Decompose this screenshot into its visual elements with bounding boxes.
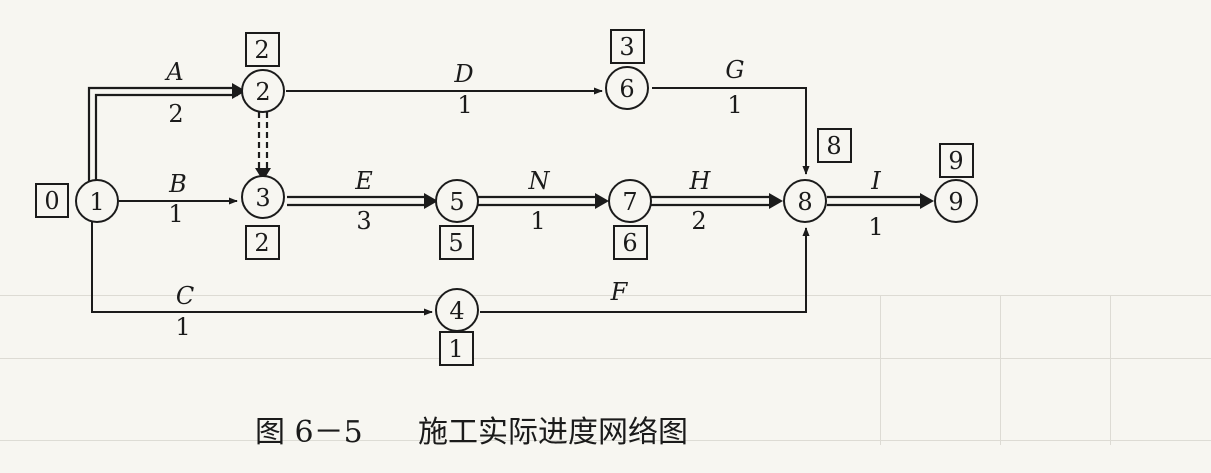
time-box-node-4-value: 1: [448, 335, 463, 363]
time-box-node-3-value: 2: [254, 229, 269, 257]
activity-E-name: E: [354, 167, 373, 195]
figure-caption-number: 图 6－5: [255, 415, 363, 450]
time-box-node-1-value: 0: [44, 187, 59, 215]
activity-G-arrow: [652, 87, 810, 175]
activity-N-name: N: [528, 167, 551, 195]
bleed-through-background: [0, 295, 1211, 445]
node-group: [75, 66, 978, 332]
time-box-node-8: [817, 128, 852, 163]
time-boxes: [35, 29, 974, 366]
activity-A-arrow: [87, 86, 238, 186]
node-6: [605, 66, 649, 110]
figure-caption-text: 施工实际进度网络图: [418, 415, 688, 450]
time-box-node-2: [245, 32, 280, 67]
node-8: [783, 179, 827, 223]
critical-path: [87, 83, 934, 209]
activity-C-arrow: [91, 216, 433, 316]
activity-D-duration: 1: [457, 91, 472, 119]
activity-G-name: G: [725, 56, 744, 84]
activity-N-duration: 1: [530, 207, 545, 235]
time-box-node-5: [439, 225, 474, 260]
activity-F-arrow: [480, 227, 810, 313]
node-7-label: 7: [622, 188, 637, 216]
node-3-label: 3: [255, 184, 270, 212]
activity-H-duration: 2: [691, 207, 706, 235]
activity-D-name: D: [453, 60, 473, 88]
node-7: [608, 179, 652, 223]
node-1-label: 1: [89, 188, 104, 216]
time-box-node-4: [439, 331, 474, 366]
activity-I-name: I: [870, 167, 881, 195]
node-2: [241, 69, 285, 113]
non-critical-activities: [91, 87, 810, 316]
time-box-node-7: [613, 225, 648, 260]
activity-A-duration: 2: [168, 100, 183, 128]
time-box-node-6: [610, 29, 645, 64]
node-3: [241, 175, 285, 219]
activity-G-duration: 1: [727, 91, 742, 119]
node-labels: 1 2 3 4 5 6 7 8 9: [89, 75, 963, 325]
node-2-label: 2: [255, 78, 270, 106]
activity-A-name: A: [164, 58, 183, 86]
activity-F-name: F: [610, 278, 629, 306]
activity-E-duration: 3: [356, 207, 371, 235]
time-box-node-9: [939, 143, 974, 178]
activity-C-name: C: [176, 282, 194, 310]
figure-caption: 图 6－5 施工实际进度网络图: [255, 415, 688, 450]
node-5-label: 5: [449, 188, 464, 216]
time-box-node-1: [35, 183, 69, 218]
time-box-node-2-value: 2: [254, 36, 269, 64]
activity-labels: A 2 B 1 C 1 D 1 E 3 N 1 H 2 G 1 F I 1: [164, 56, 883, 341]
activity-B-duration: 1: [168, 200, 183, 228]
node-9: [934, 179, 978, 223]
node-1: [75, 179, 119, 223]
node-4-label: 4: [449, 297, 464, 325]
activity-B-name: B: [168, 170, 187, 198]
time-box-node-7-value: 6: [622, 229, 637, 257]
time-box-node-9-value: 9: [948, 147, 963, 175]
node-5: [435, 179, 479, 223]
activity-C-duration: 1: [175, 313, 190, 341]
activity-I-duration: 1: [868, 213, 883, 241]
activity-H-name: H: [689, 167, 712, 195]
time-box-node-6-value: 3: [619, 33, 634, 61]
time-box-node-3: [245, 225, 280, 260]
time-box-node-5-value: 5: [448, 229, 463, 257]
node-9-label: 9: [948, 188, 963, 216]
node-8-label: 8: [797, 188, 812, 216]
time-box-node-8-value: 8: [826, 132, 841, 160]
time-box-labels: 0 2 2 1 5 3 6 8 9: [44, 33, 963, 363]
node-6-label: 6: [619, 75, 634, 103]
